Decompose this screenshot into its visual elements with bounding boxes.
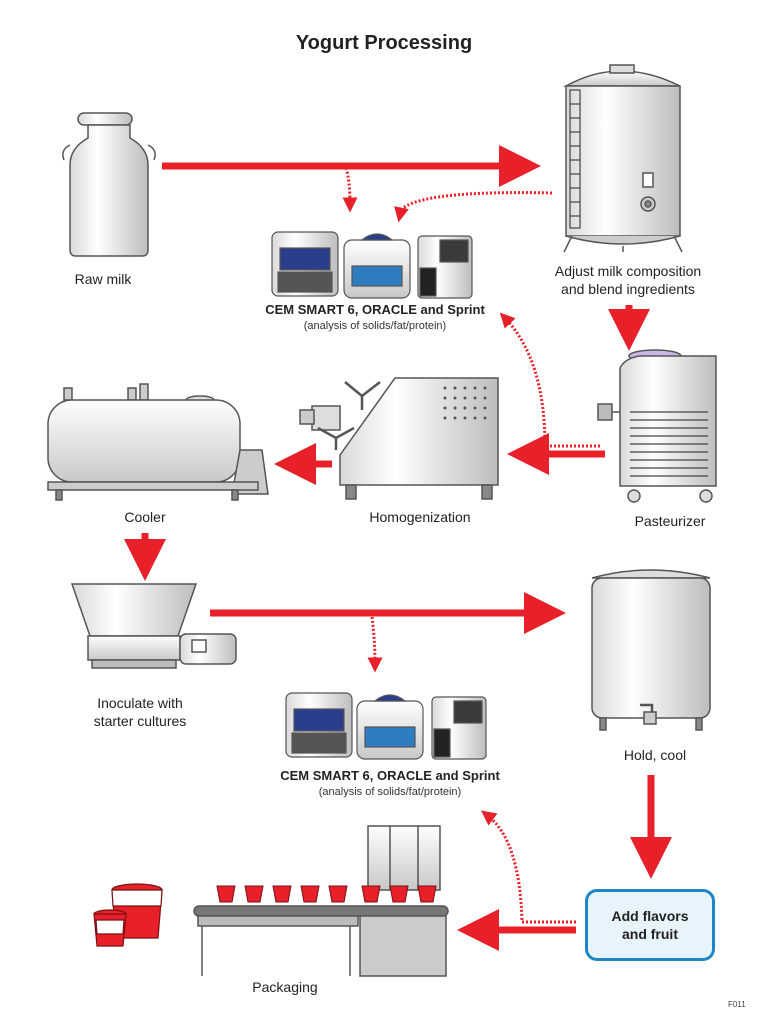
label-adjust: Adjust milk composition and blend ingred…: [528, 262, 728, 298]
instrument-group-1: [271, 231, 473, 299]
figure-code: F011: [728, 1000, 746, 1009]
flow-arrows: [124, 145, 672, 951]
sample-blend-tank: [394, 191, 553, 223]
label-inoculate: Inoculate with starter cultures: [70, 694, 210, 730]
page-title: Yogurt Processing: [295, 32, 473, 54]
label-homogenization: Homogenization: [369, 509, 471, 525]
pasteurizer-icon: [597, 349, 717, 503]
label-adjust-line1: Adjust milk composition: [554, 263, 702, 279]
sample-flavors: [481, 810, 576, 924]
blend-tank-icon: [563, 64, 683, 253]
label-pasteurizer: Pasteurizer: [634, 513, 706, 529]
cooler-icon: [47, 383, 269, 501]
instrument-1-sub: (analysis of solids/fat/protein): [303, 320, 447, 332]
instrument-1-name: CEM SMART 6, ORACLE and Sprint: [265, 302, 485, 317]
sample-raw-milk: [342, 167, 358, 213]
instrument-group-2: [285, 692, 487, 760]
yogurt-cups-icon: [93, 883, 163, 947]
label-cooler: Cooler: [124, 509, 166, 525]
hold-tank-icon: [591, 569, 711, 731]
label-raw-milk: Raw milk: [74, 271, 132, 287]
instrument-2-sub: (analysis of solids/fat/protein): [318, 786, 462, 798]
add-flavors-box: Add flavors and fruit: [585, 889, 715, 961]
label-inoculate-line1: Inoculate with: [97, 695, 183, 711]
label-adjust-line2: and blend ingredients: [561, 281, 695, 297]
instrument-2-name: CEM SMART 6, ORACLE and Sprint: [280, 768, 500, 783]
label-flavors-line2: and fruit: [621, 926, 678, 942]
inoculator-icon: [70, 583, 237, 669]
sample-inoculate: [367, 616, 383, 673]
homogenizer-icon: [299, 377, 499, 500]
label-packaging: Packaging: [252, 979, 318, 995]
sample-pasteurizer: [499, 312, 600, 448]
sampling-arrows: [342, 167, 600, 924]
packaging-line-icon: [193, 825, 449, 977]
label-hold-cool: Hold, cool: [623, 747, 687, 763]
label-flavors-line1: Add flavors: [611, 908, 689, 924]
label-inoculate-line2: starter cultures: [93, 713, 187, 729]
milk-can-icon: [62, 112, 156, 257]
